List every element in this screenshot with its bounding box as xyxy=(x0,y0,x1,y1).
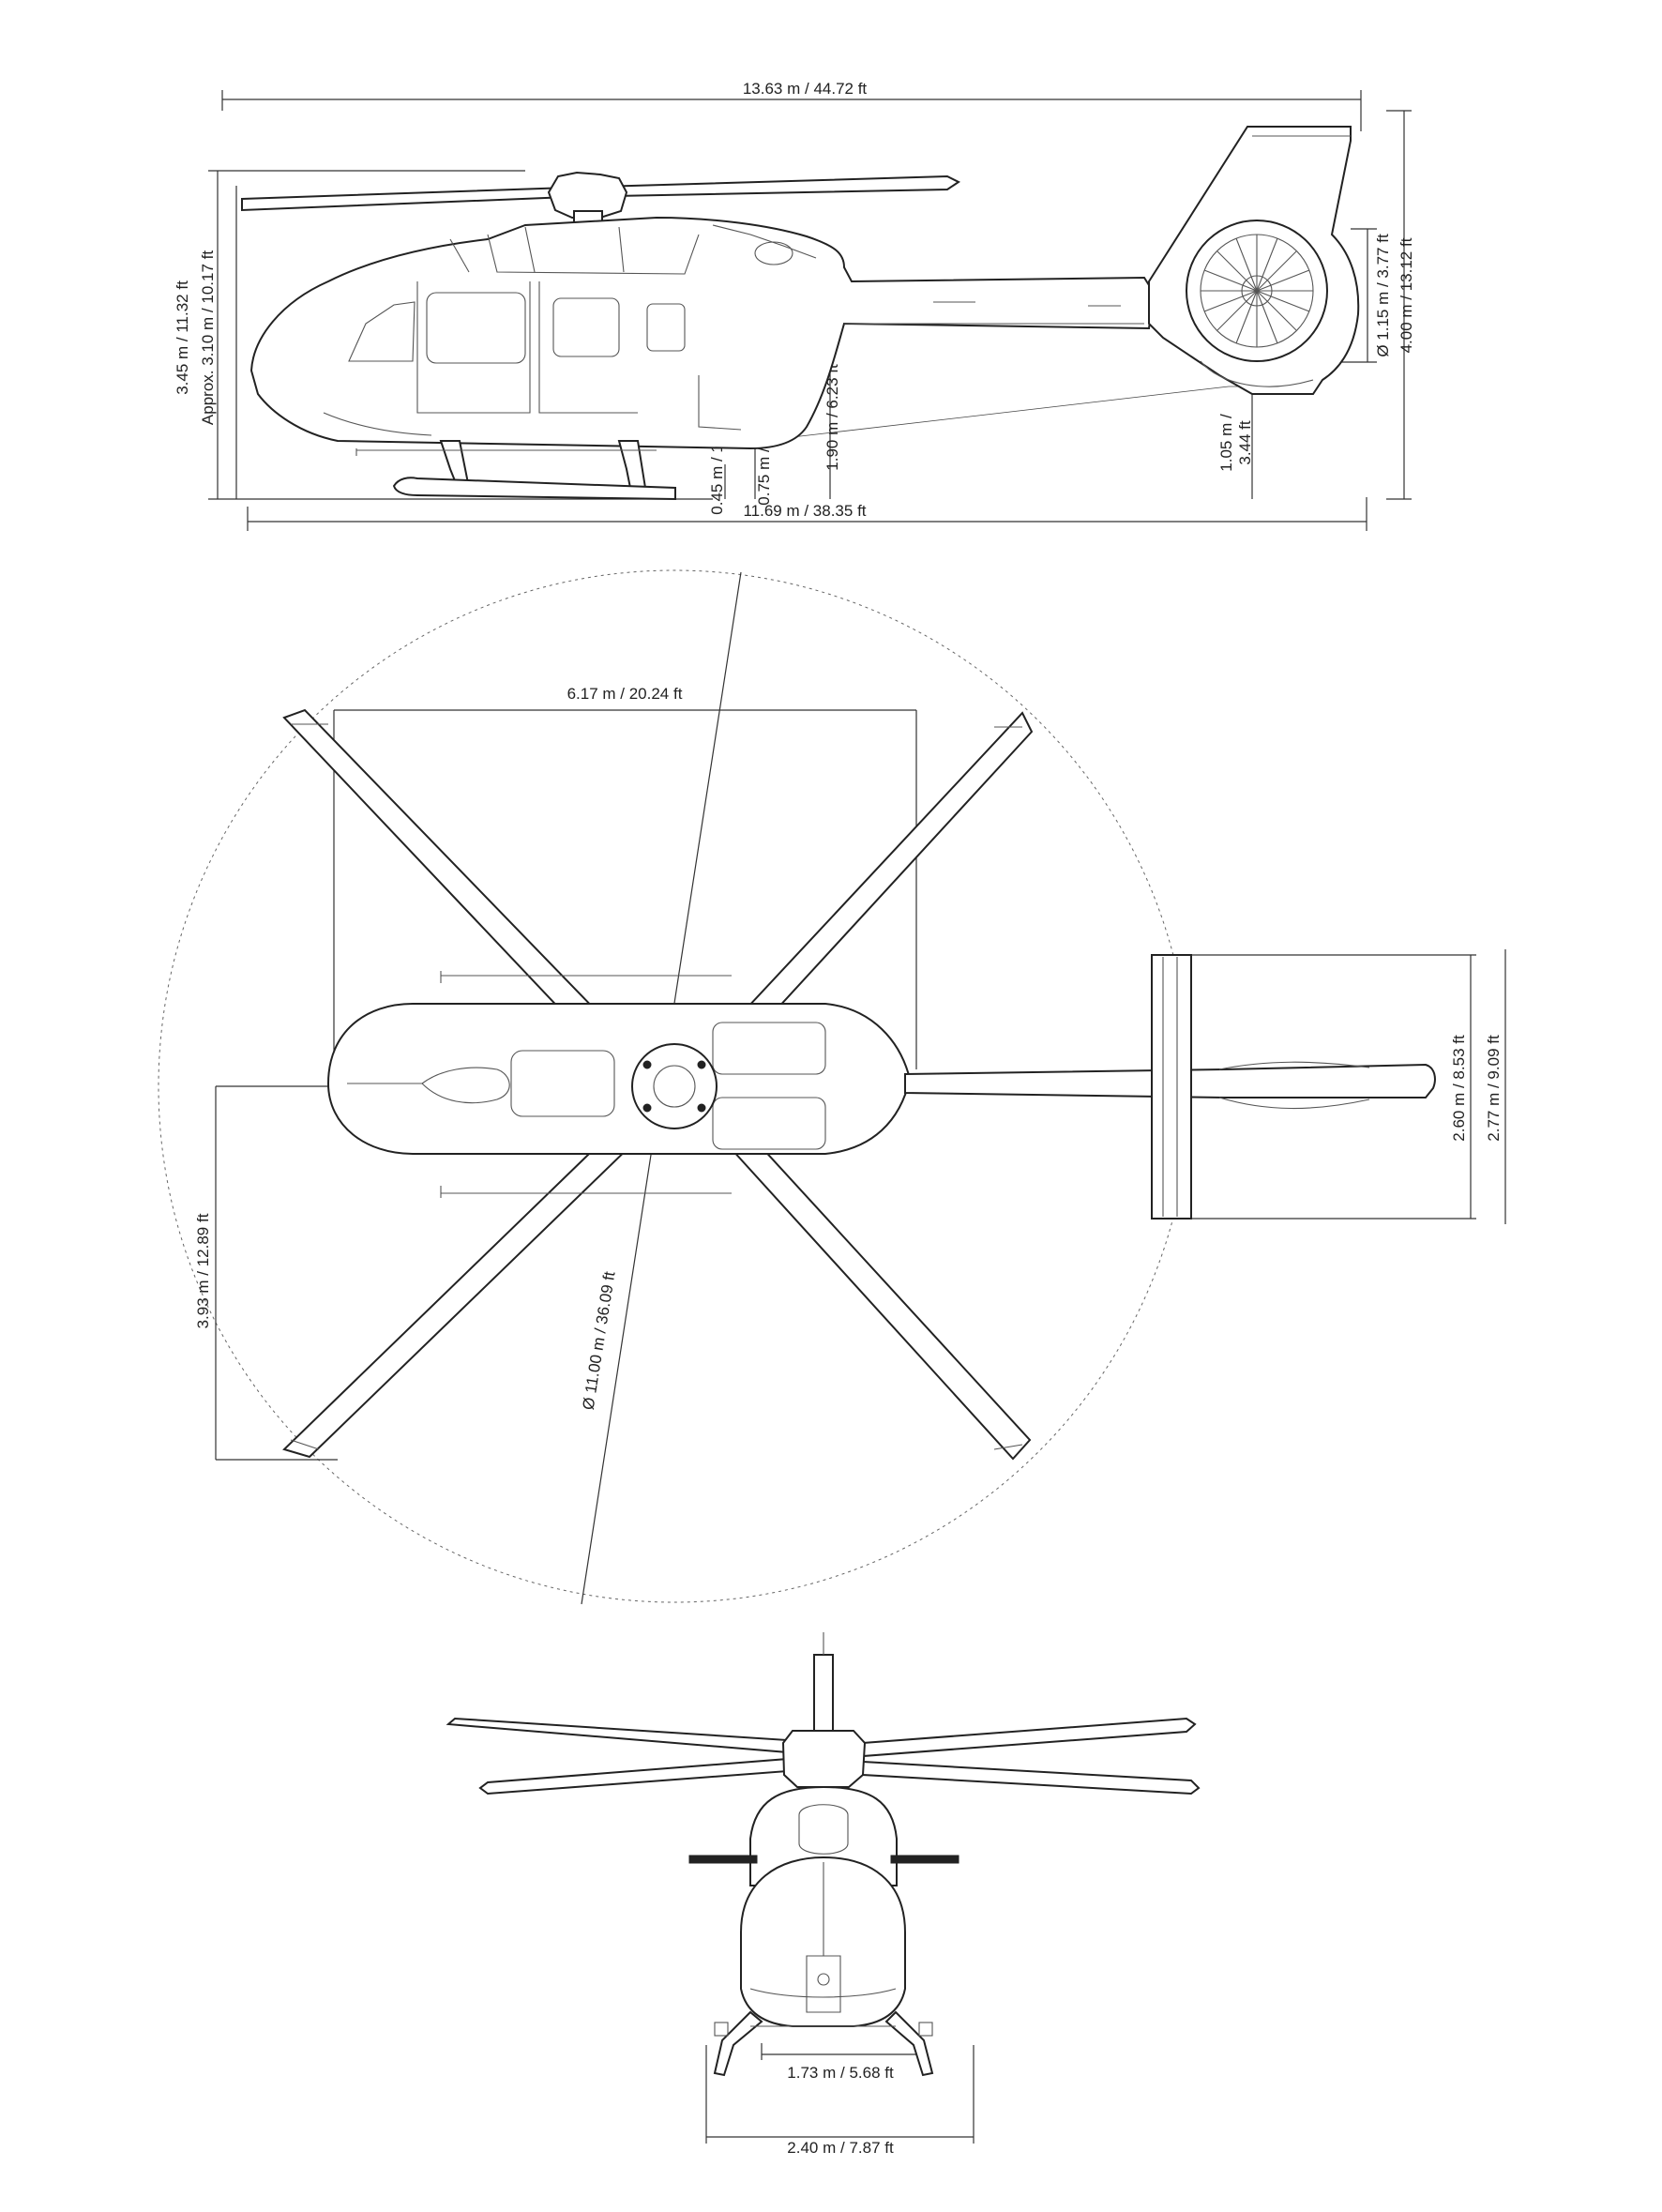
rotor-diameter-label: Ø 11.00 m / 36.09 ft xyxy=(580,1270,619,1411)
front-right-step xyxy=(890,1855,959,1864)
side-view: 13.63 m / 44.72 ft 11.69 m / 38.35 ft 3.… xyxy=(174,80,1415,531)
front-rotor-head xyxy=(781,1730,867,1788)
front-view-dimension-labels: 1.73 m / 5.68 ft 2.40 m / 7.87 ft xyxy=(787,2064,894,2157)
side-cabin-window-2 xyxy=(552,297,620,357)
front-rotor-blade-left-upper xyxy=(446,1717,789,1754)
overall-height-label: 3.45 m / 11.32 ft xyxy=(174,280,191,395)
top-horizontal-stabilizer xyxy=(1151,954,1192,1220)
blade-offset-label: 3.93 m / 12.89 ft xyxy=(194,1213,212,1328)
front-left-step xyxy=(688,1855,758,1864)
tail-clearance-label-line2: 3.44 ft xyxy=(1236,420,1254,465)
top-rotor-hub xyxy=(631,1043,718,1129)
side-view-dimension-labels: 13.63 m / 44.72 ft 11.69 m / 38.35 ft 3.… xyxy=(174,80,1415,520)
side-skid xyxy=(392,477,676,501)
side-cabin-window-1 xyxy=(426,292,526,364)
side-tail-rotor xyxy=(1186,220,1328,362)
front-view: 1.73 m / 5.68 ft 2.40 m / 7.87 ft xyxy=(446,1632,1201,2157)
skid-track-label: 1.73 m / 5.68 ft xyxy=(787,2064,894,2082)
side-cockpit-window xyxy=(348,301,416,362)
side-cabin-window-3 xyxy=(646,303,686,352)
front-rotor-blade-left-lower xyxy=(478,1757,789,1795)
side-fuselage xyxy=(249,216,1156,450)
stabilizer-span-label: 2.60 m / 8.53 ft xyxy=(1450,1035,1468,1142)
top-view: 6.17 m / 20.24 ft 3.93 m / 12.89 ft Ø 11… xyxy=(158,569,1506,1605)
front-view-dimension-lines xyxy=(705,2043,975,2144)
front-view-helicopter xyxy=(446,1632,1201,2077)
skid-width-label: 2.40 m / 7.87 ft xyxy=(787,2139,894,2157)
approx-height-label: Approx. 3.10 m / 10.17 ft xyxy=(199,250,217,425)
top-view-helicopter xyxy=(282,708,1436,1461)
blade-span-label: 6.17 m / 20.24 ft xyxy=(567,685,683,703)
front-right-skid-strut xyxy=(884,2010,934,2077)
rotor-clearance-label: 1.90 m / 6.23 ft xyxy=(823,364,841,471)
front-rotor-blade-right-upper xyxy=(862,1717,1197,1758)
top-fuselage xyxy=(326,1003,912,1155)
front-engine-cowling xyxy=(749,1785,898,1886)
front-rotor-blade-right-lower xyxy=(862,1760,1201,1795)
front-left-skid-strut xyxy=(713,2010,763,2077)
side-rotor-hub xyxy=(547,171,628,219)
side-view-helicopter xyxy=(241,126,1360,501)
fuselage-length-label: 11.69 m / 38.35 ft xyxy=(743,502,866,520)
tail-rotor-diameter-label: Ø 1.15 m / 3.77 ft xyxy=(1374,234,1392,357)
tail-rotor-height-label: 4.00 m / 13.12 ft xyxy=(1398,237,1415,353)
overall-length-label: 13.63 m / 44.72 ft xyxy=(743,80,868,98)
tail-clearance-label-line1: 1.05 m / xyxy=(1217,414,1235,472)
stabilizer-width-label: 2.77 m / 9.09 ft xyxy=(1485,1035,1503,1142)
side-skid-rear-strut xyxy=(617,440,647,489)
